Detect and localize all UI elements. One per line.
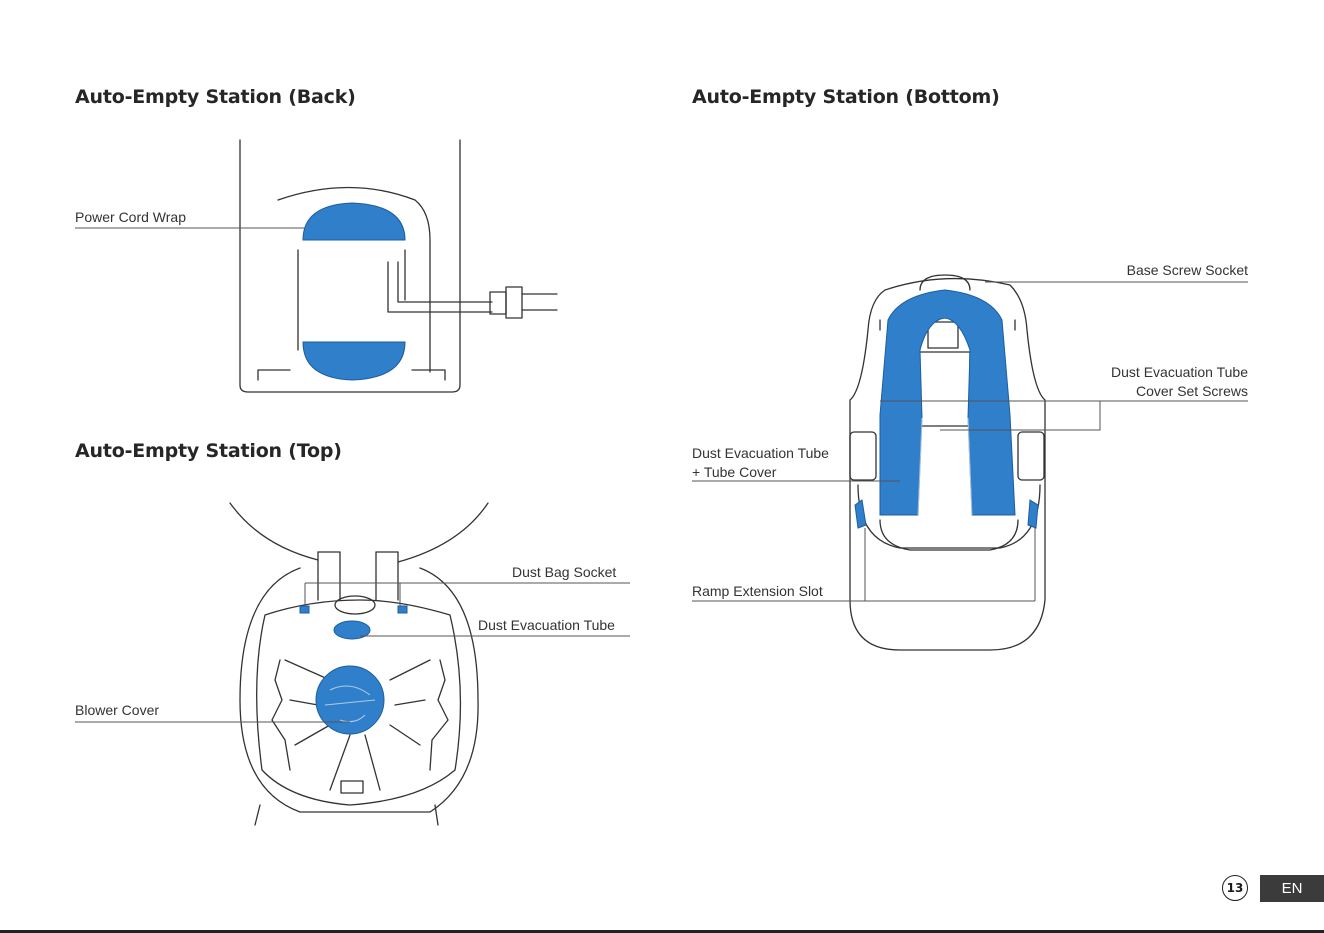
ramp-extension-slot-left: [855, 500, 866, 528]
label-power-cord-wrap: Power Cord Wrap: [75, 208, 186, 227]
language-tab: EN: [1260, 875, 1324, 902]
label-tube-cover-line2: + Tube Cover: [692, 463, 776, 482]
dust-bag-socket-left: [300, 606, 309, 613]
dust-bag-socket-right: [398, 606, 407, 613]
label-dust-evacuation-tube: Dust Evacuation Tube: [478, 616, 615, 635]
label-cover-set-screws-line1: Dust Evacuation Tube: [1068, 363, 1248, 382]
power-cord-wrap-upper: [303, 203, 405, 240]
label-dust-bag-socket: Dust Bag Socket: [512, 563, 616, 582]
label-cover-set-screws-line2: Cover Set Screws: [1068, 382, 1248, 401]
dust-evacuation-tube-cover: [880, 290, 1015, 515]
bottom-view-figure: [850, 275, 1045, 650]
label-blower-cover: Blower Cover: [75, 701, 159, 720]
label-base-screw-socket: Base Screw Socket: [1088, 261, 1248, 280]
ramp-extension-slot-right: [1028, 500, 1038, 528]
page-number: 13: [1222, 875, 1248, 901]
label-ramp-extension-slot: Ramp Extension Slot: [692, 582, 823, 601]
power-cord-wrap-lower: [303, 342, 405, 380]
top-view-figure: [230, 503, 488, 825]
label-tube-cover-line1: Dust Evacuation Tube: [692, 444, 829, 463]
